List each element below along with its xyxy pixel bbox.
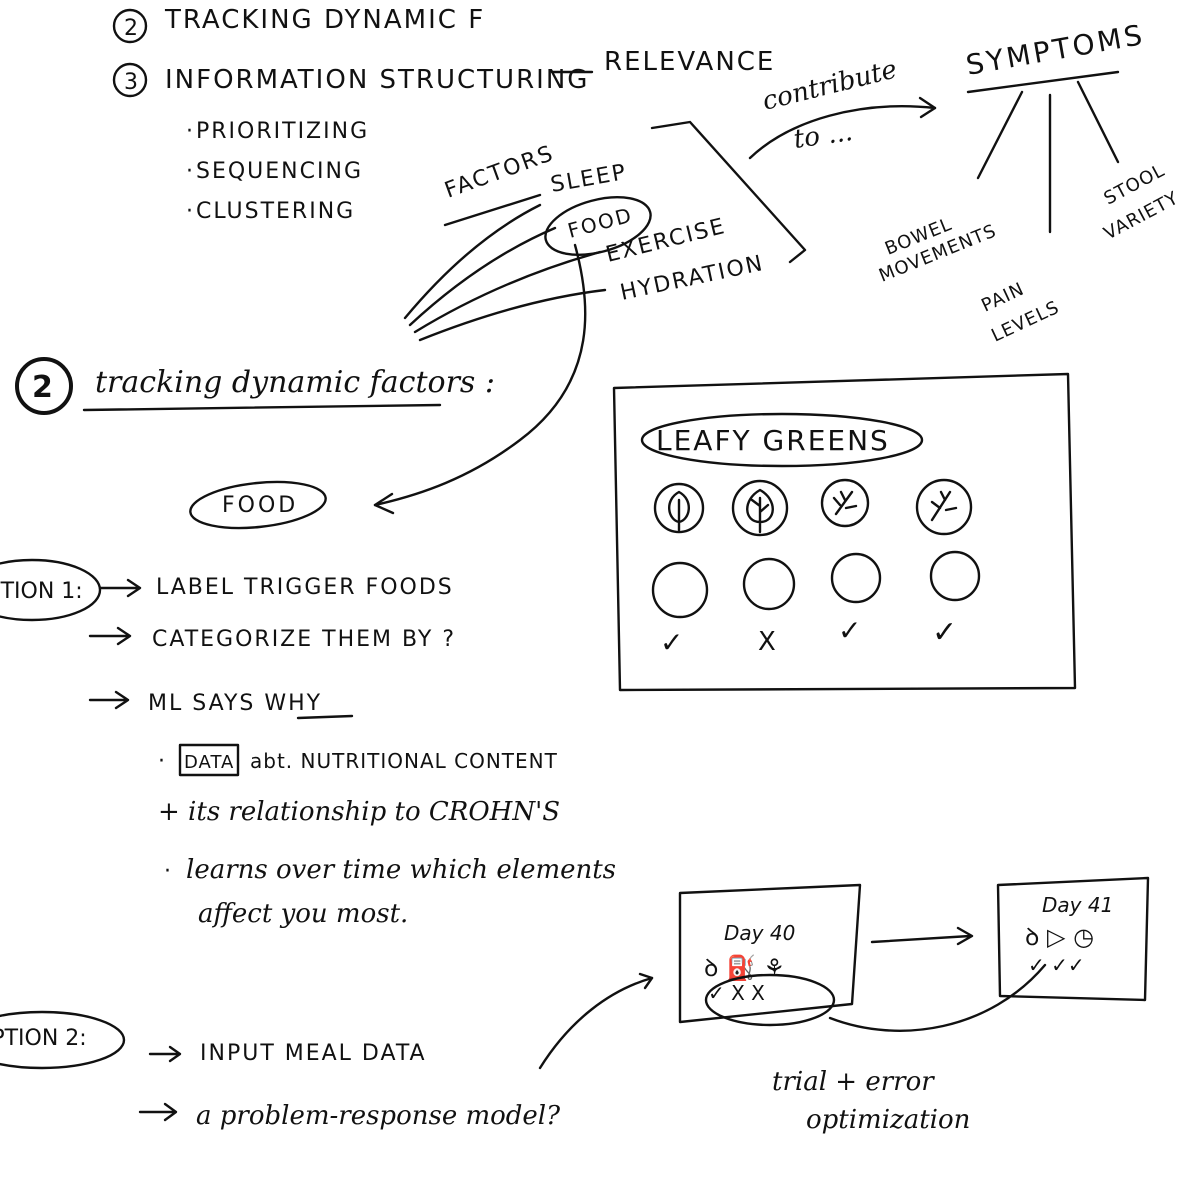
symptom-pain-1: PAIN xyxy=(978,279,1027,317)
day41-title: Day 41 xyxy=(1042,893,1113,917)
rating-circle-4 xyxy=(929,550,981,602)
data-box xyxy=(178,743,240,777)
day-transition-arrow xyxy=(870,926,974,946)
day40-frame xyxy=(678,883,862,1024)
learns-bullet-dot: · xyxy=(164,859,171,884)
leaf-icon-3 xyxy=(820,478,870,528)
item2-text: TRACKING DYNAMIC F xyxy=(164,5,485,35)
leafy-greens-card: LEAFY GREENS ✓ X ✓ ✓ xyxy=(612,372,1077,692)
food-ellipse xyxy=(544,196,652,256)
food-link-arrowhead xyxy=(373,492,395,515)
option2-label: OPTION 2: xyxy=(0,1026,87,1051)
fan-line-sleep xyxy=(403,203,542,320)
day41-frame xyxy=(996,876,1150,1002)
to-text: to ... xyxy=(792,117,855,155)
data-bullet-dot: · xyxy=(158,749,165,774)
section2-underline xyxy=(82,403,442,412)
learns-text-2: affect you most. xyxy=(198,899,408,929)
food-label-ellipse xyxy=(189,480,327,530)
leaf-icon-2 xyxy=(731,479,789,537)
symptoms-title: SYMPTOMS xyxy=(963,18,1147,82)
why-underline xyxy=(296,714,354,720)
bullet-sequencing: SEQUENCING xyxy=(196,159,363,184)
item3-text: INFORMATION STRUCTURING xyxy=(165,65,589,95)
day40-marks-ellipse xyxy=(704,973,836,1027)
leafy-card-frame xyxy=(612,372,1077,692)
option2-block: OPTION 2: INPUT MEAL DATA a problem-resp… xyxy=(0,972,654,1131)
option2-line-2: a problem-response model? xyxy=(196,1101,561,1131)
factor-food: FOOD xyxy=(565,202,635,242)
option2-line-1: INPUT MEAL DATA xyxy=(200,1041,427,1066)
relevance-text: RELEVANCE xyxy=(604,47,775,77)
option1-ellipse xyxy=(0,558,102,622)
option1-arrow-3 xyxy=(88,690,130,710)
symptom-branch-stool xyxy=(1076,80,1120,164)
rating-circle-3 xyxy=(830,552,882,604)
data-rest-text: abt. NUTRITIONAL CONTENT xyxy=(250,749,558,773)
circled-number-2-digit: 2 xyxy=(124,16,138,41)
day40-marks: ✓ X X xyxy=(708,981,765,1005)
symptom-branch-bowel xyxy=(976,90,1024,180)
learns-text-1: learns over time which elements xyxy=(186,855,616,885)
circled-number-2 xyxy=(112,8,148,44)
option2-arrow-2 xyxy=(138,1102,178,1122)
option1-line-3: ML SAYS WHY xyxy=(148,691,322,716)
rating-circle-2 xyxy=(742,557,796,611)
contribute-arrow: contribute to ... xyxy=(748,54,937,160)
relationship-text: + its relationship to CROHN'S xyxy=(158,797,560,827)
leafy-title-ellipse xyxy=(640,412,924,468)
circled-number-3 xyxy=(112,62,148,98)
mark-4: ✓ xyxy=(932,615,957,650)
leafy-title: LEAFY GREENS xyxy=(656,424,890,457)
option2-arrowhead xyxy=(638,972,654,990)
option2-arrow-1 xyxy=(148,1045,182,1063)
day40-title: Day 40 xyxy=(724,921,795,945)
food-label: FOOD xyxy=(222,493,298,518)
rating-circle-1 xyxy=(651,561,709,619)
option1-line-2: CATEGORIZE THEM BY ? xyxy=(152,627,456,652)
option1-line-1: LABEL TRIGGER FOODS xyxy=(156,575,454,600)
factors-bracket xyxy=(650,120,807,264)
trial-line-1: trial + error xyxy=(772,1067,935,1097)
leaf-icon-1 xyxy=(653,482,705,534)
section2-number: 2 xyxy=(32,370,53,405)
mark-2: X xyxy=(758,627,776,657)
data-box-text: DATA xyxy=(184,752,234,773)
bullet-dot: · xyxy=(186,199,193,224)
fan-line-exercise xyxy=(413,250,602,334)
fan-line-food xyxy=(408,226,557,327)
option2-curve xyxy=(538,976,654,1070)
bullet-dot: · xyxy=(186,119,193,144)
factor-sleep: SLEEP xyxy=(549,160,629,198)
option1-arrow-2 xyxy=(88,626,132,646)
option1-arrow-1 xyxy=(98,578,142,598)
bullet-clustering: CLUSTERING xyxy=(196,199,355,224)
fan-line-hydration xyxy=(418,288,607,342)
top-list: 2 TRACKING DYNAMIC F 3 INFORMATION STRUC… xyxy=(112,5,775,224)
factors-underline xyxy=(443,193,542,227)
symptoms-underline xyxy=(966,70,1120,94)
trial-line-2: optimization xyxy=(806,1105,970,1135)
section2-heading: 2 tracking dynamic factors : FOOD xyxy=(15,357,495,530)
contribute-arrowhead xyxy=(918,96,937,119)
leaf-icon-4 xyxy=(915,478,973,536)
contribute-curve xyxy=(748,105,937,160)
option1-block: OPTION 1: LABEL TRIGGER FOODS CATEGORIZE… xyxy=(0,558,616,929)
food-link-curve xyxy=(373,243,587,507)
section2-number-circle xyxy=(15,357,73,415)
day41-icons: ꝺ ▷ ◷ xyxy=(1025,923,1094,951)
mark-3: ✓ xyxy=(838,614,861,647)
section2-title: tracking dynamic factors : xyxy=(95,365,495,400)
symptoms-cluster: SYMPTOMS BOWEL MOVEMENTS PAIN LEVELS STO… xyxy=(876,18,1182,347)
day-cards: Day 40 ꝺ ⛽ ⚘ ✓ X X Day 41 ꝺ ▷ ◷ ✓ ✓✓ tri… xyxy=(678,876,1150,1135)
option1-label: OPTION 1: xyxy=(0,579,83,604)
circled-number-3-digit: 3 xyxy=(124,70,138,95)
option2-ellipse xyxy=(0,1010,126,1070)
mark-1: ✓ xyxy=(660,626,683,659)
bullet-prioritizing: PRIORITIZING xyxy=(196,119,369,144)
bullet-dot: · xyxy=(186,159,193,184)
day41-link-curve xyxy=(828,963,1047,1032)
